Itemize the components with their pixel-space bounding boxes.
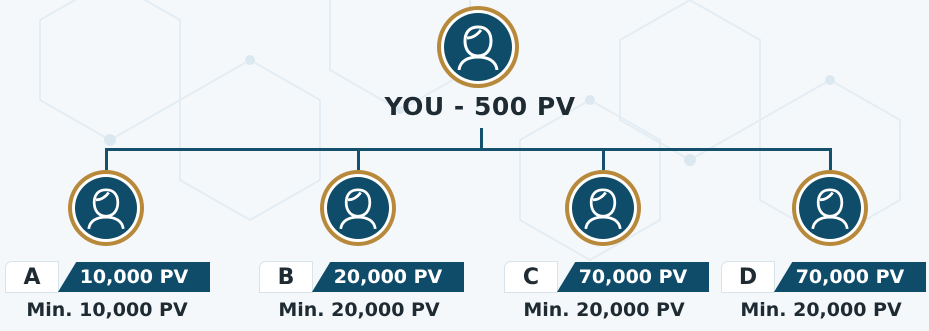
pv-bar-d: D 70,000 PV [722,262,926,292]
avatar-c [565,170,641,246]
pv-value: 70,000 PV [557,262,709,292]
root-connector [480,128,483,150]
root-avatar [437,6,519,88]
connector-d [829,148,832,170]
horizontal-connector [107,148,831,151]
person-avatar-icon [584,188,622,230]
min-requirement: Min. 20,000 PV [740,299,902,321]
connector-b [357,148,360,170]
avatar-a [68,170,144,246]
member-letter: D [722,262,774,292]
pv-value: 10,000 PV [58,262,210,292]
member-letter: A [6,262,58,292]
root-label: YOU - 500 PV [384,92,576,121]
pv-bar-a: A 10,000 PV [6,262,210,292]
min-requirement: Min. 10,000 PV [26,299,188,321]
person-avatar-icon [87,188,125,230]
pv-value: 70,000 PV [774,262,926,292]
min-requirement: Min. 20,000 PV [278,299,440,321]
person-avatar-icon [457,25,499,71]
member-letter: B [260,262,312,292]
pv-bar-c: C 70,000 PV [505,262,709,292]
person-avatar-icon [339,188,377,230]
pv-bar-b: B 20,000 PV [260,262,464,292]
person-avatar-icon [811,188,849,230]
min-requirement: Min. 20,000 PV [523,299,685,321]
avatar-d [792,170,868,246]
connector-c [602,148,605,170]
avatar-b [320,170,396,246]
pv-value: 20,000 PV [312,262,464,292]
member-letter: C [505,262,557,292]
connector-a [105,148,108,170]
